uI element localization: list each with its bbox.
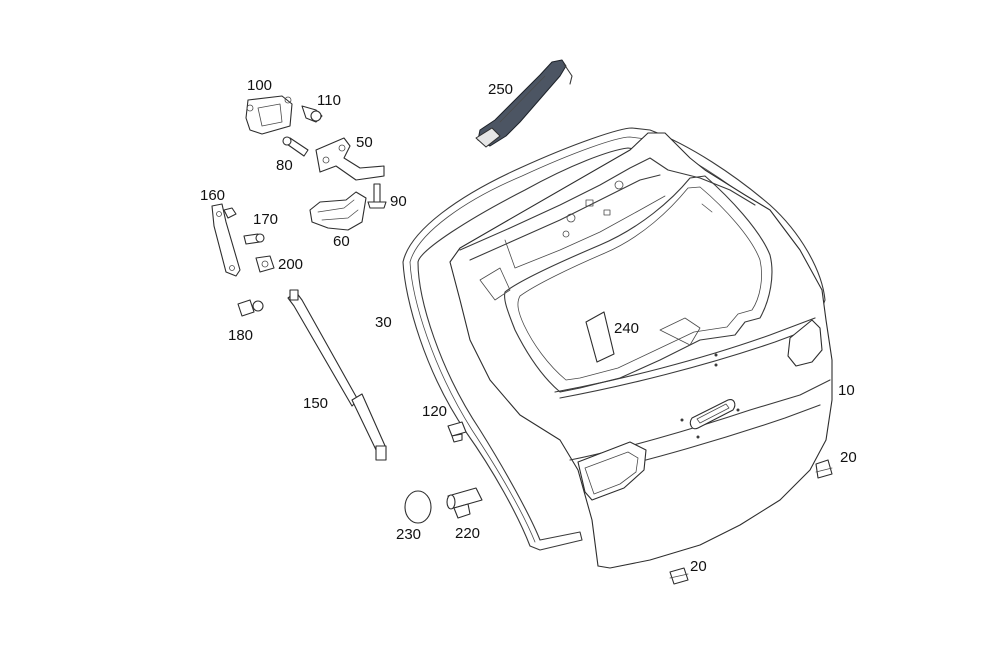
callout-230: 230 [396, 526, 421, 543]
callout-90: 90 [390, 193, 407, 210]
callout-160: 160 [200, 187, 225, 204]
callout-80: 80 [276, 157, 293, 174]
callout-30: 30 [375, 314, 392, 331]
callout-240: 240 [614, 320, 639, 337]
tailgate-panel [449, 132, 833, 569]
clip-120 [447, 421, 467, 443]
hinge-100 [245, 95, 293, 135]
callout-150: 150 [303, 395, 328, 412]
callout-110: 110 [317, 92, 341, 109]
callout-180: 180 [228, 327, 253, 344]
callout-200: 200 [278, 256, 303, 273]
gas-strut-150 [287, 289, 387, 461]
buffer-220 [446, 487, 483, 519]
wiring-harness [475, 59, 573, 148]
bolt-90 [367, 183, 387, 209]
callout-60: 60 [333, 233, 350, 250]
bolt-110 [301, 105, 323, 123]
buffer-20-right [815, 459, 833, 479]
callout-50: 50 [356, 134, 373, 151]
buffer-20-bottom [669, 567, 689, 585]
ball-stud-180 [237, 299, 264, 317]
bolt-80 [282, 136, 309, 157]
cap-230 [404, 490, 432, 524]
callout-labels: 10 20 20 30 50 60 80 90 100 110 120 150 … [200, 77, 857, 575]
hinge-part-60 [309, 191, 367, 231]
callout-20-bottom: 20 [690, 558, 707, 575]
nut-200 [255, 255, 275, 273]
bolt-170 [243, 233, 265, 245]
callout-170: 170 [253, 211, 278, 228]
bracket-160 [211, 203, 241, 277]
callout-120: 120 [422, 403, 447, 420]
hinge-bracket-50 [315, 137, 385, 181]
callout-10: 10 [838, 382, 855, 399]
callout-20-right: 20 [840, 449, 857, 466]
callout-250: 250 [488, 81, 513, 98]
callout-220: 220 [455, 525, 480, 542]
callout-100: 100 [247, 77, 272, 94]
protective-film [585, 311, 615, 363]
